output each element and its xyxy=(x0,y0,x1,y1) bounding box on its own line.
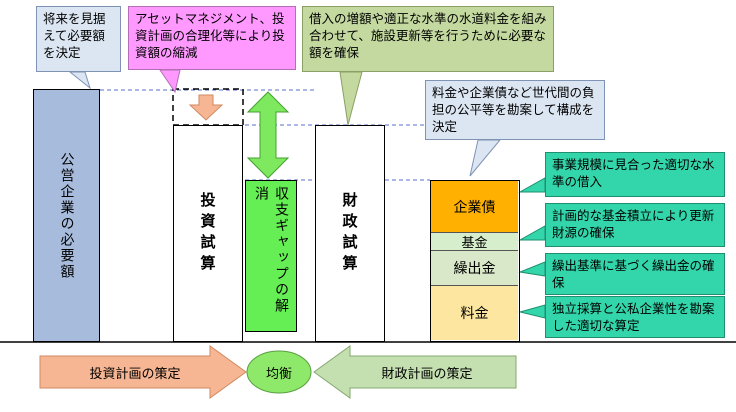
tail-bond xyxy=(518,177,546,193)
gap-resolution-label: 収支ギャップの解消 xyxy=(253,186,289,314)
funding-stack: 企業債 基金 繰出金 料金 xyxy=(430,180,520,342)
public-needs-label: 公営企業の必要額 xyxy=(58,151,75,280)
investment-estimate-label: 投資試算 xyxy=(198,191,217,276)
bottom-arrows xyxy=(39,345,517,399)
finance-plan-label: 財政計画の策定 xyxy=(352,360,502,384)
tail-fund xyxy=(518,225,546,241)
fund-label: 基金 xyxy=(461,236,488,251)
callout-fee-text: 独立採算と公私企業性を勘案した適切な算定 xyxy=(552,301,715,333)
reduction-arrow-icon xyxy=(188,94,224,121)
callout-borrowing-text: 借入の増額や適正な水準の水道料金を組み合わせて、施設更新等を行うために必要な額を… xyxy=(309,11,547,60)
gap-double-arrow-icon xyxy=(246,91,290,179)
investment-plan-text: 投資計画の策定 xyxy=(89,366,181,382)
tail-fee xyxy=(518,304,546,319)
callout-transfer-text: 繰出基準に基づく繰出金の確保 xyxy=(552,258,715,290)
fund-segment: 基金 xyxy=(431,233,518,251)
callout-bond: 事業規模に見合った適切な水準の借入 xyxy=(545,152,725,197)
callout-bond-text: 事業規模に見合った適切な水準の借入 xyxy=(552,157,715,189)
callout-public-needs: 将来を見据えて必要額を決定 xyxy=(36,6,121,72)
investment-plan-label: 投資計画の策定 xyxy=(60,360,210,384)
gap-resolution-bar: 収支ギャップの解消 xyxy=(245,180,297,332)
tail-transfer xyxy=(518,261,546,277)
transfer-segment: 繰出金 xyxy=(431,251,518,286)
tail-asset xyxy=(159,69,181,94)
fee-label: 料金 xyxy=(460,306,489,322)
finance-plan-arrow-icon xyxy=(313,345,517,399)
bond-segment: 企業債 xyxy=(431,181,518,233)
finance-estimate-bar: 財政試算 xyxy=(315,125,385,342)
tail-fairness xyxy=(469,139,502,177)
callout-fund-text: 計画的な基金積立により更新財源の確保 xyxy=(552,208,715,240)
investment-estimate-bar: 投資試算 xyxy=(173,125,243,342)
callout-transfer: 繰出基準に基づく繰出金の確保 xyxy=(545,253,725,295)
callout-asset-management-text: アセットマネジメント、投資計画の合理化等により投資額の縮減 xyxy=(135,11,285,60)
callout-asset-management: アセットマネジメント、投資計画の合理化等により投資額の縮減 xyxy=(128,6,296,70)
finance-estimate-label: 財政試算 xyxy=(340,191,359,276)
callout-public-needs-text: 将来を見据えて必要額を決定 xyxy=(43,11,106,60)
balance-label: 均衡 xyxy=(252,362,306,382)
callout-fairness-text: 料金や企業債など世代間の負担の公平等を勘案して構成を決定 xyxy=(432,85,595,134)
tail-borrow xyxy=(339,71,363,126)
callout-borrowing: 借入の増額や適正な水準の水道料金を組み合わせて、施設更新等を行うために必要な額を… xyxy=(302,6,554,72)
bond-label: 企業債 xyxy=(453,199,496,216)
callout-fund: 計画的な基金積立により更新財源の確保 xyxy=(545,203,725,247)
public-needs-bar: 公営企業の必要額 xyxy=(33,89,100,342)
balance-circle-icon xyxy=(246,350,312,394)
callout-fairness: 料金や企業債など世代間の負担の公平等を勘案して構成を決定 xyxy=(425,80,605,140)
finance-plan-text: 財政計画の策定 xyxy=(381,366,473,382)
tail-needs xyxy=(68,71,91,90)
fee-segment: 料金 xyxy=(431,286,518,340)
investment-plan-arrow-icon xyxy=(39,345,247,399)
balance-text: 均衡 xyxy=(265,366,292,382)
callout-fee: 独立採算と公私企業性を勘案した適切な算定 xyxy=(545,296,725,338)
transfer-label: 繰出金 xyxy=(453,261,496,277)
